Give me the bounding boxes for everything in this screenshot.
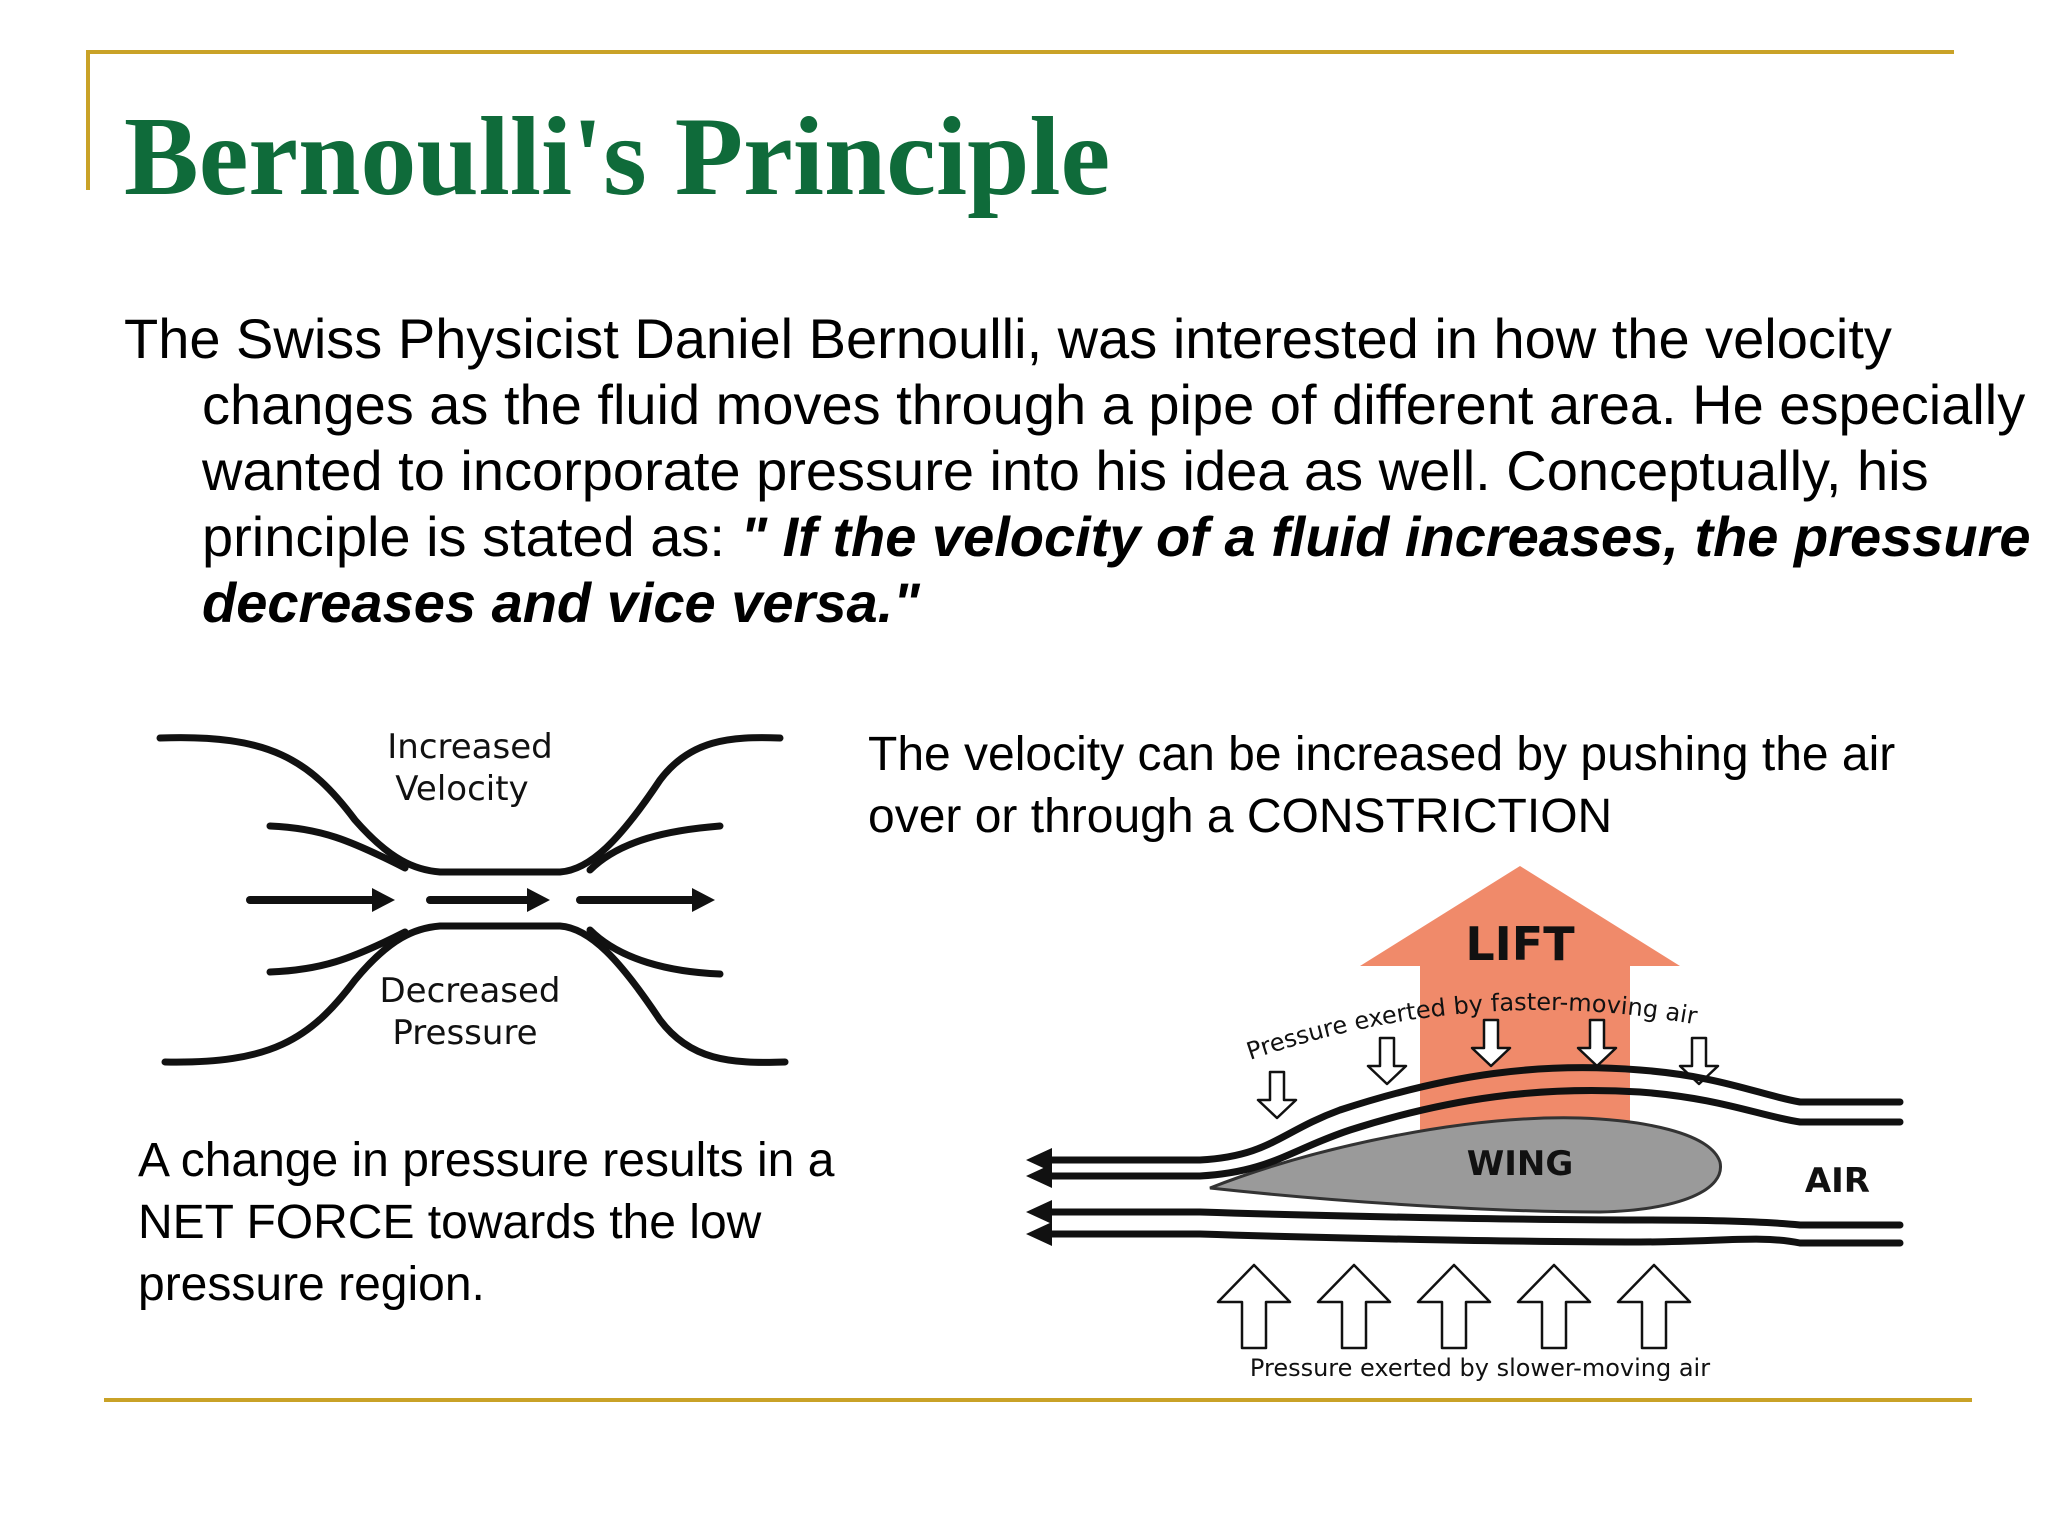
airflow-arrowhead-4 — [1026, 1222, 1052, 1246]
airflow-arrowhead-3 — [1026, 1200, 1052, 1224]
up-pressure-arrow-3 — [1416, 1263, 1492, 1350]
airflow-line-4 — [1032, 1230, 1904, 1247]
venturi-outer-bottom-wall — [161, 922, 789, 1066]
up-pressure-arrow-5 — [1616, 1263, 1692, 1350]
wing-shape — [1209, 1116, 1722, 1214]
venturi-inner-top-left — [266, 822, 409, 872]
down-pressure-arrow-4 — [1576, 1018, 1618, 1068]
intro-paragraph: The Swiss Physicist Daniel Bernoulli, wa… — [124, 306, 2032, 636]
up-pressure-arrow-1 — [1216, 1263, 1292, 1350]
venturi-label-increased: Increased — [387, 727, 552, 767]
venturi-label-velocity: Velocity — [395, 769, 528, 809]
frame-left-rule — [86, 50, 90, 190]
airflow-line-1 — [1032, 1064, 1904, 1164]
up-pressure-arrow-2 — [1316, 1263, 1392, 1350]
lift-label: LIFT — [1465, 917, 1575, 971]
down-pressure-arrow-3 — [1470, 1018, 1512, 1068]
airflow-arrowhead-1 — [1026, 1148, 1052, 1172]
venturi-arrowhead-right — [692, 888, 715, 912]
venturi-outer-top-wall — [156, 734, 784, 876]
intro-text: The Swiss Physicist Daniel Bernoulli, wa… — [124, 307, 2026, 568]
up-pressure-arrow-4 — [1516, 1263, 1592, 1350]
airflow-arrowhead-2 — [1026, 1164, 1052, 1188]
slide-title: Bernoulli's Principle — [124, 95, 1111, 219]
intro-quote: " If the velocity of a fluid increases, … — [202, 505, 2031, 634]
venturi-arrowhead-left — [372, 888, 395, 912]
constriction-caption: The velocity can be increased by pushing… — [868, 728, 1896, 843]
airflow-line-3 — [1032, 1208, 1904, 1229]
venturi-inner-bottom-left — [266, 928, 409, 976]
down-pressure-arrow-2 — [1366, 1036, 1408, 1086]
venturi-inner-bottom-right — [586, 926, 724, 978]
venturi-inner-top-right — [586, 822, 724, 874]
venturi-label-pressure: Pressure — [392, 1013, 537, 1053]
bottom-pressure-label: Pressure exerted by slower-moving air — [1250, 1354, 1710, 1382]
venturi-arrowhead-middle — [527, 888, 550, 912]
frame-bottom-rule — [104, 1398, 1972, 1402]
venturi-diagram: Increased Velocity Decreased Pressure — [156, 727, 789, 1066]
down-pressure-arrow-1 — [1256, 1070, 1298, 1120]
airflow-line-2 — [1032, 1087, 1904, 1180]
wing-lift-diagram: LIFT Pressure exerted by faster-moving a… — [1026, 866, 1904, 1382]
wing-label: WING — [1467, 1144, 1574, 1184]
air-label: AIR — [1805, 1161, 1870, 1201]
frame-top-rule — [86, 50, 1954, 54]
venturi-label-decreased: Decreased — [380, 971, 561, 1011]
net-force-caption: A change in pressure results in a NET FO… — [138, 1134, 835, 1311]
